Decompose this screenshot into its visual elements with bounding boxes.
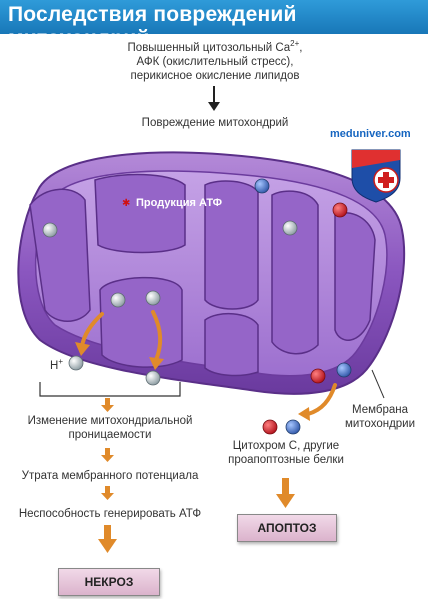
membrane-label-line-1: Мембрана [351, 404, 408, 416]
h-label: H [50, 359, 59, 372]
hydrogen-ion-particle [68, 355, 84, 371]
left-step-1: Изменение митохондриальной проницаемости [20, 414, 200, 442]
membrane-label: Мембрана митохондрии [340, 403, 420, 431]
left-step-2: Утрата мембранного потенциала [21, 470, 199, 482]
crista-1 [29, 188, 91, 322]
left-step-1-line-1: Изменение митохондриальной [27, 415, 193, 427]
cytochrome-arrow [306, 383, 337, 416]
necrosis-box: НЕКРОЗ [58, 568, 160, 596]
crista-7 [334, 212, 376, 341]
left-chain-arrows [98, 398, 117, 553]
watermark-text: meduniver.com [330, 128, 411, 140]
crista-2 [94, 173, 186, 254]
page-title: Последствия повреждений митохондрий [8, 3, 297, 50]
red-particle [310, 368, 326, 384]
cause-line-3: перикисное окисление липидов [130, 69, 300, 82]
crista-6 [271, 190, 319, 355]
particles [42, 178, 352, 384]
orange-arrows [80, 310, 337, 416]
grey-particle [42, 222, 58, 238]
crista-3 [99, 276, 183, 368]
cytochrome-blue-particle [285, 419, 301, 435]
cause-line-2: АФК (окислительный стресс), [136, 55, 294, 68]
released-grey-particle [145, 370, 161, 386]
grey-particle [145, 290, 161, 306]
orange-arrowheads [75, 342, 310, 421]
grey-particle [282, 220, 298, 236]
title-bar: Последствия повреждений митохондрий [0, 0, 428, 50]
causes-arrow [208, 86, 220, 111]
h-ion-arrow [80, 312, 104, 348]
release-arrow [151, 310, 163, 362]
left-step-3: Неспособность генерировать АТФ [18, 508, 202, 520]
blue-particle [336, 362, 352, 378]
grey-particle [110, 292, 126, 308]
apoptosis-box: АПОПТОЗ [237, 514, 337, 542]
causes-text: Повышенный цитозольный Ca2+, АФК (окисли… [110, 37, 320, 83]
left-bracket [39, 382, 181, 397]
red-particle [332, 202, 348, 218]
h-superscript: + [58, 357, 63, 366]
meduniver-logo-icon [351, 149, 401, 203]
cristae [29, 173, 376, 377]
right-chain-text: Цитохром С, другие проапоптозные белки [222, 439, 350, 467]
crista-4 [204, 180, 259, 310]
atp-star-icon: ✱ [122, 198, 130, 209]
membrane-pointer [371, 369, 385, 399]
right-chain-line-2: проапоптозные белки [228, 454, 344, 466]
cause-line-1-end: , [299, 41, 303, 54]
damage-label: Повреждение митохондрий [141, 117, 289, 129]
right-chain-line-1: Цитохром С, другие [232, 440, 340, 452]
right-chain-arrow [276, 478, 295, 508]
left-step-1-line-2: проницаемости [68, 429, 152, 441]
crista-5 [204, 313, 259, 377]
cytochrome-red-particle [262, 419, 278, 435]
cause-line-1: Повышенный цитозольный Ca [127, 41, 291, 54]
calcium-superscript: 2+ [290, 39, 300, 48]
h-ion-label: H+ [50, 355, 63, 373]
membrane-label-line-2: митохондрии [344, 418, 416, 430]
blue-particle [254, 178, 270, 194]
atp-label: Продукция АТФ [136, 197, 223, 209]
